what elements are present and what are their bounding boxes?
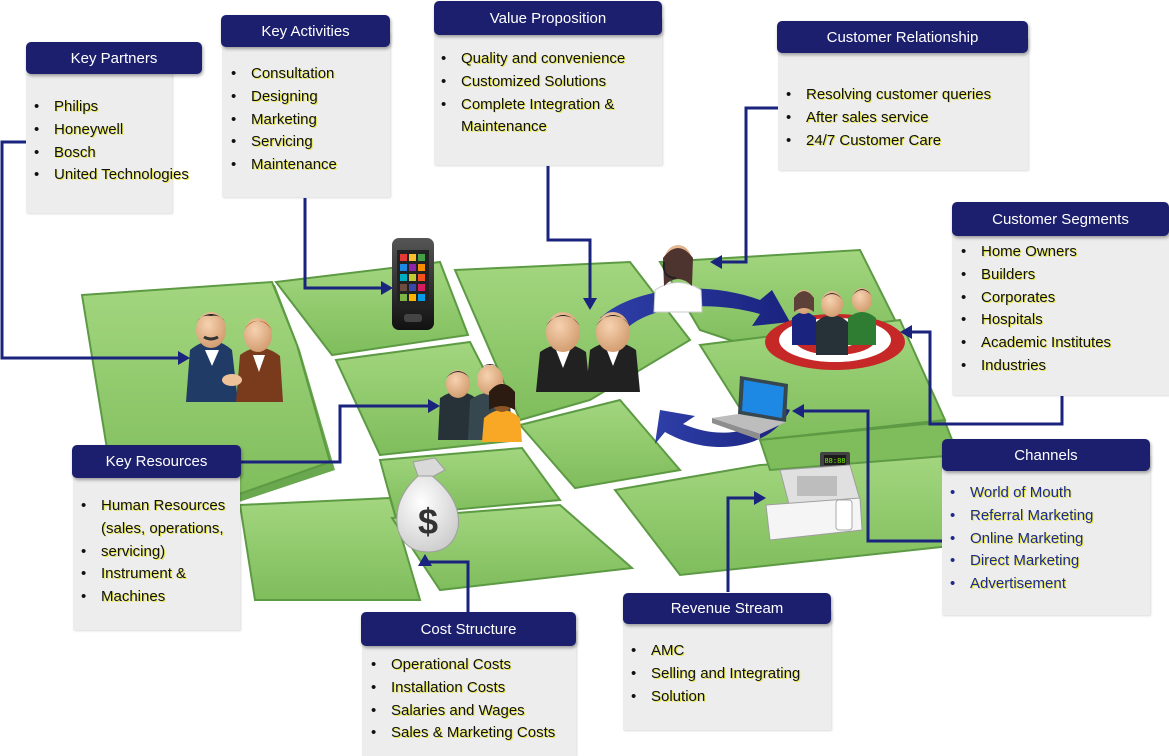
list-item: Home Owners <box>955 241 1111 264</box>
connector-key-activities <box>303 198 385 290</box>
list-item: AMC <box>625 640 800 663</box>
handshake-people-icon <box>186 312 283 402</box>
value-proposition-list: Quality and convenience Customized Solut… <box>435 48 625 139</box>
list-item: After sales service <box>780 107 991 130</box>
list-item: Industries <box>955 355 1111 378</box>
list-item: Direct Marketing <box>944 550 1093 573</box>
connector-arrowheads <box>178 255 912 566</box>
list-item: Academic Institutes <box>955 332 1111 355</box>
list-item: Servicing <box>225 131 337 154</box>
list-item: Marketing <box>225 109 337 132</box>
list-item: Maintenance <box>225 154 337 177</box>
list-item: Customized Solutions <box>435 71 625 94</box>
connector-cost-structure <box>425 560 470 612</box>
list-item: Corporates <box>955 287 1111 310</box>
list-item: Quality and convenience <box>435 48 625 71</box>
connector-value-proposition <box>546 166 592 300</box>
connector-key-partners <box>0 140 180 360</box>
customer-relationship-header: Customer Relationship <box>777 21 1028 53</box>
connector-lines <box>0 106 1064 612</box>
list-item: Resolving customer queries <box>780 84 991 107</box>
list-item: Selling and Integrating <box>625 663 800 686</box>
connector-revenue-stream <box>726 496 758 592</box>
connector-channels <box>800 409 942 543</box>
team-group-icon <box>438 364 522 442</box>
cost-structure-list: Operational Costs Installation Costs Sal… <box>365 654 555 745</box>
key-partners-header: Key Partners <box>26 42 202 74</box>
list-item: Machines <box>75 586 225 609</box>
list-item: Maintenance <box>461 118 547 136</box>
customer-relationship-list: Resolving customer queries After sales s… <box>780 84 991 152</box>
channels-list: World of Mouth Referral Marketing Online… <box>944 482 1093 596</box>
list-item: (sales, operations, <box>101 519 224 537</box>
list-item: Solution <box>625 686 800 709</box>
smartphone-icon <box>392 238 434 330</box>
revenue-stream-header: Revenue Stream <box>623 593 831 624</box>
key-resources-list: Human Resources (sales, operations, serv… <box>75 495 225 609</box>
cost-structure-header: Cost Structure <box>361 612 576 646</box>
list-item: Online Marketing <box>944 528 1093 551</box>
list-item: Complete Integration & <box>435 94 625 117</box>
list-item: Philips <box>28 96 189 119</box>
list-item: Designing <box>225 86 337 109</box>
key-activities-list: Consultation Designing Marketing Servici… <box>225 63 337 177</box>
key-partners-list: Philips Honeywell Bosch United Technolog… <box>28 96 189 187</box>
list-item: Advertisement <box>944 573 1093 596</box>
list-item: servicing) <box>75 541 225 564</box>
list-item: Salaries and Wages <box>365 700 555 723</box>
business-people-icon <box>536 312 640 392</box>
list-item: Builders <box>955 264 1111 287</box>
list-item: 24/7 Customer Care <box>780 130 991 153</box>
connector-customer-relationship <box>718 106 778 264</box>
list-item: Human Resources <box>75 495 225 518</box>
key-activities-header: Key Activities <box>221 15 390 47</box>
list-item: Instrument & <box>75 563 225 586</box>
list-item: Consultation <box>225 63 337 86</box>
value-proposition-header: Value Proposition <box>434 1 662 35</box>
laptop-icon <box>712 376 788 440</box>
list-item: Installation Costs <box>365 677 555 700</box>
channels-header: Channels <box>942 439 1150 471</box>
list-item: Referral Marketing <box>944 505 1093 528</box>
connector-customer-segments <box>908 330 1064 426</box>
key-resources-header: Key Resources <box>72 445 241 478</box>
list-item: Honeywell <box>28 119 189 142</box>
money-bag-icon: $ <box>396 457 459 553</box>
list-item: Sales & Marketing Costs <box>365 722 555 745</box>
list-item: World of Mouth <box>944 482 1093 505</box>
connector-key-resources <box>241 404 432 464</box>
list-item: United Technologies <box>28 164 189 187</box>
customer-segments-list: Home Owners Builders Corporates Hospital… <box>955 241 1111 378</box>
cash-register-icon: 88:88 <box>765 452 863 541</box>
money-symbol: $ <box>418 501 438 542</box>
list-item: Hospitals <box>955 309 1111 332</box>
customer-segments-header: Customer Segments <box>952 202 1169 236</box>
revenue-stream-list: AMC Selling and Integrating Solution <box>625 640 800 708</box>
customer-target-icon <box>765 288 905 370</box>
list-item: Bosch <box>28 142 189 165</box>
register-display: 88:88 <box>824 458 845 466</box>
call-center-agent-icon <box>653 245 703 313</box>
list-item: Operational Costs <box>365 654 555 677</box>
